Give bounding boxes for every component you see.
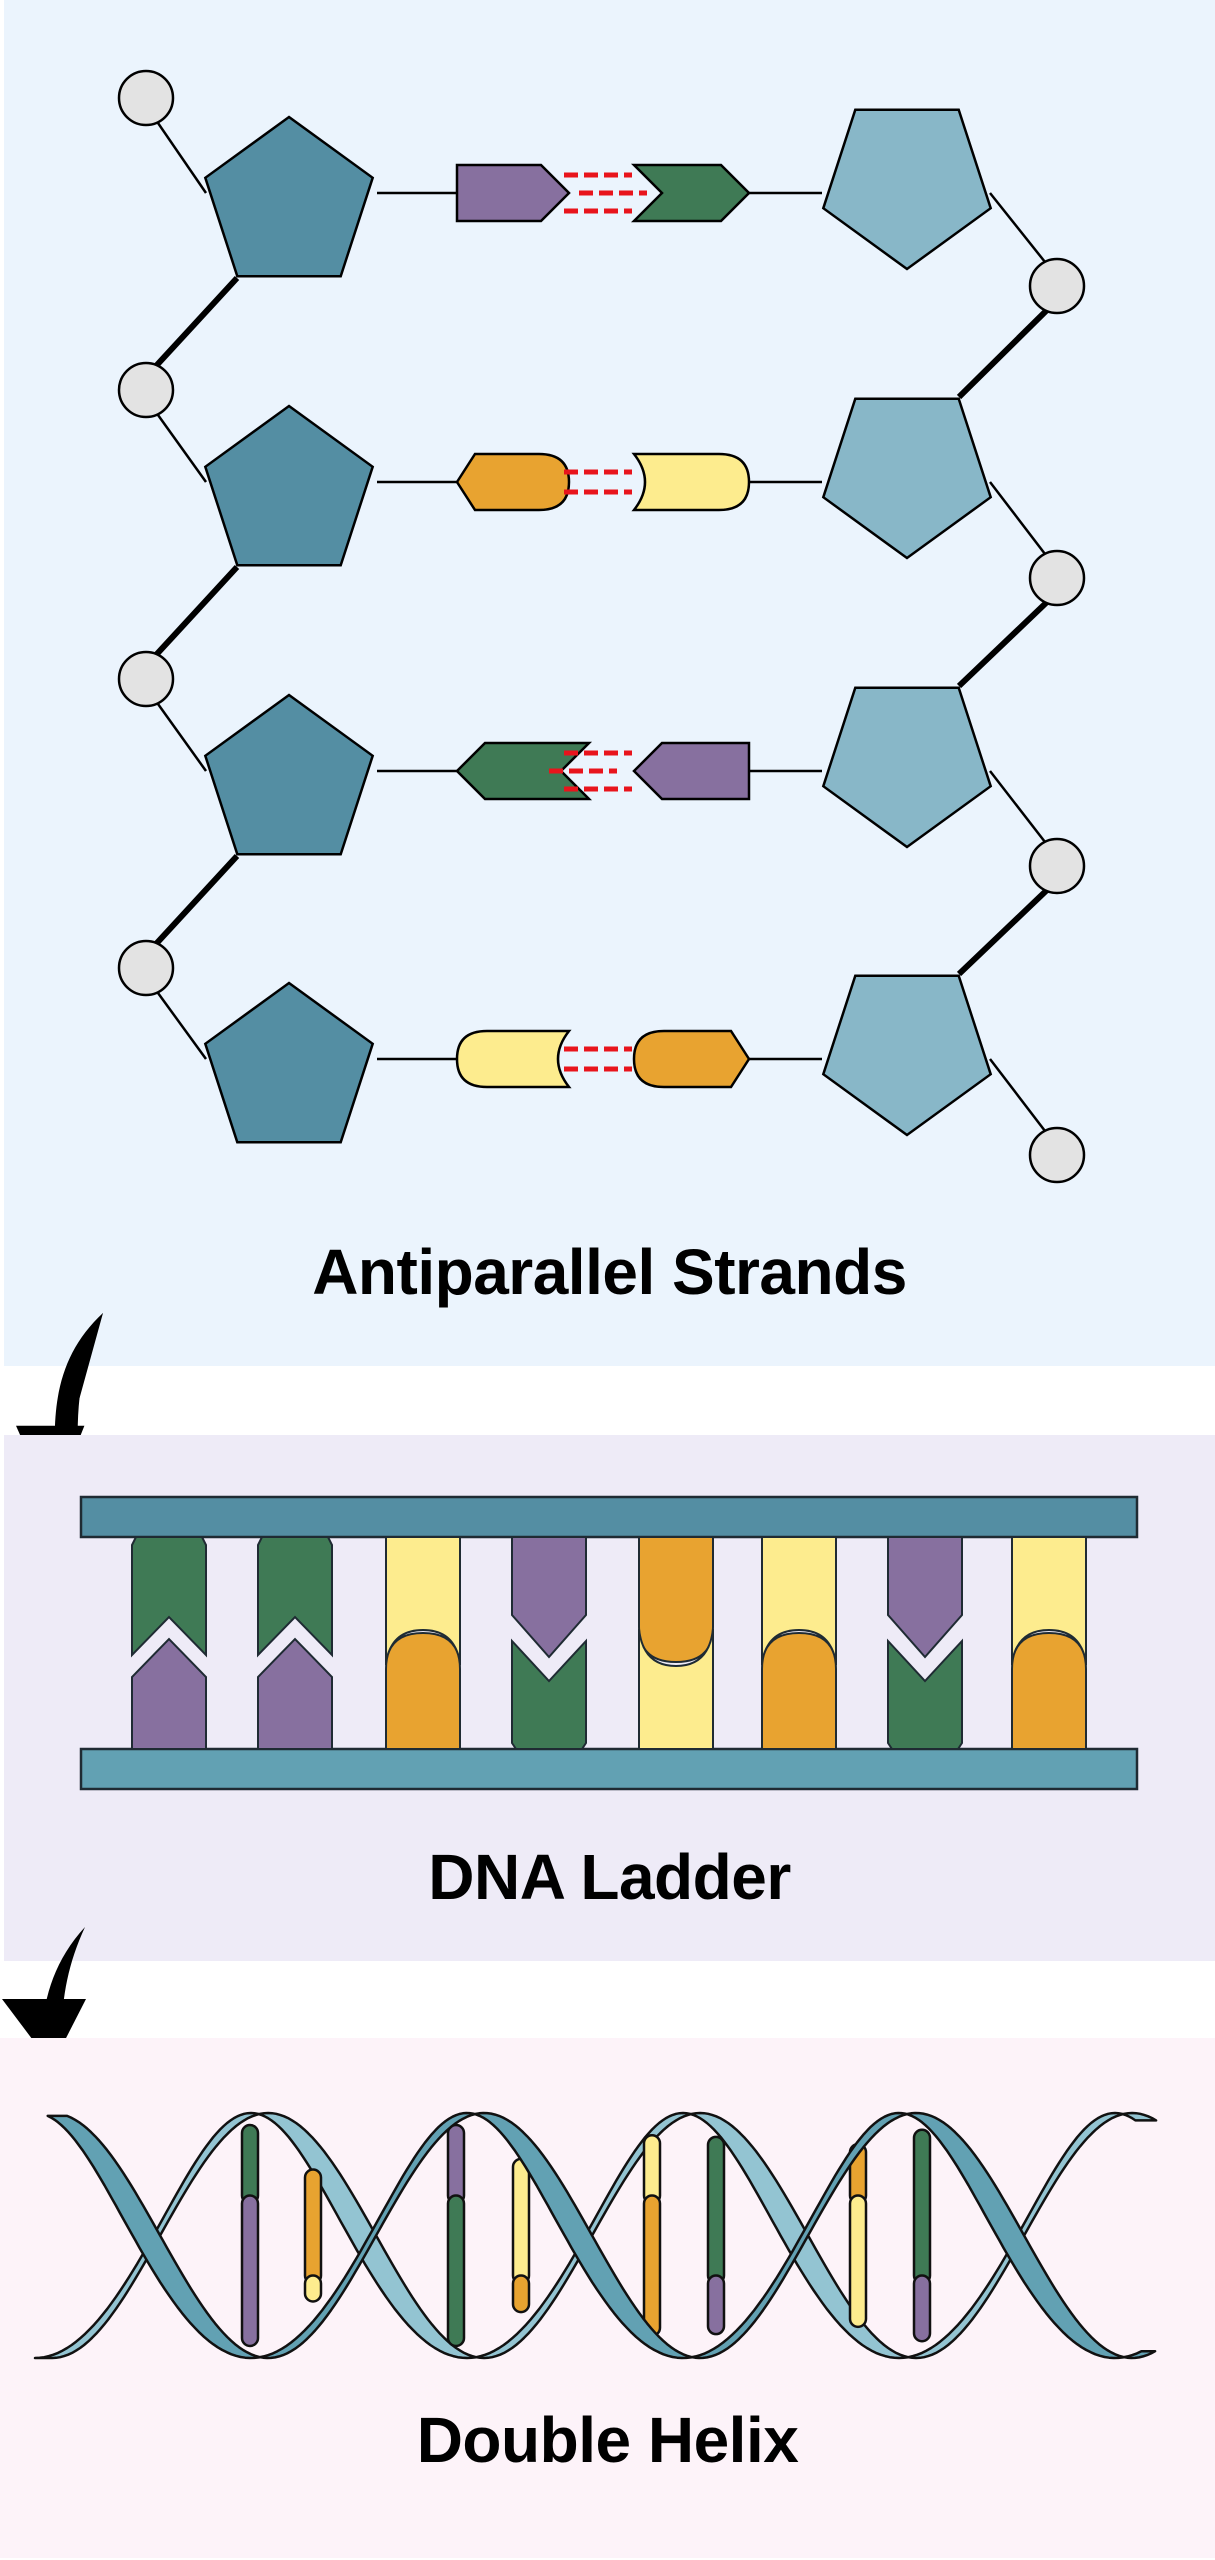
- thymine-base: [511, 1638, 587, 1750]
- thymine-base: [446, 2194, 466, 2348]
- phosphate-group: [1028, 549, 1086, 607]
- adenine-base: [887, 1536, 963, 1659]
- thymine-base: [257, 1536, 333, 1658]
- sugar-phosphate-bond: [153, 853, 240, 947]
- adenine-base: [446, 2123, 466, 2205]
- cytosine-base: [638, 1628, 714, 1750]
- phosphate-group: [117, 69, 175, 127]
- sugar-phosphate-bond: [956, 887, 1050, 977]
- deoxyribose-sugar: [203, 693, 375, 856]
- adenine-base: [455, 163, 571, 223]
- guanine-base: [303, 2168, 323, 2285]
- deoxyribose-sugar: [203, 981, 375, 1144]
- guanine-base: [642, 2194, 662, 2338]
- guanine-base: [632, 1029, 751, 1089]
- cytosine-base: [511, 2157, 531, 2285]
- cytosine-base: [642, 2133, 662, 2205]
- phosphodiester-bond: [989, 192, 1046, 263]
- dna-ladder-panel: DNA Ladder: [4, 1435, 1215, 1961]
- adenine-base: [257, 1637, 333, 1750]
- adenine-base: [240, 2194, 260, 2348]
- antiparallel-strands-diagram: [117, 69, 1086, 1184]
- deoxyribose-sugar: [203, 404, 375, 567]
- thymine-base: [240, 2123, 260, 2205]
- phosphate-group: [1028, 1126, 1086, 1184]
- deoxyribose-sugar: [821, 108, 993, 271]
- antiparallel-strands-caption: Antiparallel Strands: [312, 1236, 907, 1308]
- dna-ladder-diagram: [79, 1495, 1139, 1791]
- guanine-base: [455, 452, 571, 512]
- phosphodiester-bond: [156, 703, 208, 772]
- curved-arrow-down-icon: [16, 1313, 103, 1450]
- phosphate-group: [1028, 257, 1086, 315]
- dna-ladder-caption: DNA Ladder: [428, 1841, 791, 1913]
- adenine-base: [706, 2274, 726, 2336]
- sugar-phosphate-bond: [956, 599, 1050, 689]
- sugar-phosphate-bond: [153, 275, 240, 369]
- thymine-base: [630, 163, 751, 223]
- cytosine-base: [848, 2194, 868, 2329]
- adenine-base: [131, 1637, 207, 1750]
- deoxyribose-sugar: [821, 686, 993, 849]
- adenine-base: [511, 1536, 587, 1659]
- double-helix-diagram: [33, 2111, 1158, 2360]
- phosphate-group: [1028, 837, 1086, 895]
- deoxyribose-sugar: [821, 974, 993, 1137]
- guanine-base: [638, 1536, 714, 1664]
- thymine-base: [131, 1536, 207, 1658]
- guanine-base: [385, 1631, 461, 1750]
- deoxyribose-sugar: [821, 397, 993, 560]
- helix-backbone-front: [46, 2111, 1157, 2360]
- phosphodiester-bond: [156, 122, 208, 194]
- sugar-phosphate-backbone-top: [79, 1495, 1139, 1539]
- phosphodiester-bond: [989, 481, 1046, 555]
- phosphodiester-bond: [156, 992, 208, 1060]
- thymine-base: [887, 1638, 963, 1750]
- guanine-base: [761, 1631, 837, 1750]
- phosphate-group: [117, 939, 175, 997]
- cytosine-base: [631, 452, 751, 512]
- sugar-phosphate-bond: [153, 564, 240, 658]
- phosphodiester-bond: [156, 414, 208, 483]
- sugar-phosphate-backbone-bottom: [79, 1747, 1139, 1791]
- guanine-base: [1011, 1631, 1087, 1750]
- deoxyribose-sugar: [203, 115, 375, 278]
- antiparallel-strands-panel: Antiparallel Strands: [4, 0, 1215, 1366]
- adenine-base: [632, 741, 751, 801]
- thymine-base: [706, 2135, 726, 2285]
- cytosine-base: [303, 2274, 323, 2303]
- sugar-phosphate-bond: [956, 307, 1050, 400]
- cytosine-base: [455, 1029, 572, 1089]
- thymine-base: [912, 2128, 932, 2285]
- curved-arrow-down-icon: [2, 1927, 86, 2065]
- double-helix-caption: Double Helix: [416, 2404, 799, 2476]
- guanine-base: [511, 2274, 531, 2314]
- double-helix-panel: Double Helix: [0, 2038, 1215, 2558]
- phosphodiester-bond: [989, 1058, 1046, 1132]
- phosphodiester-bond: [989, 770, 1046, 843]
- adenine-base: [912, 2274, 932, 2343]
- phosphate-group: [117, 650, 175, 708]
- phosphate-group: [117, 361, 175, 419]
